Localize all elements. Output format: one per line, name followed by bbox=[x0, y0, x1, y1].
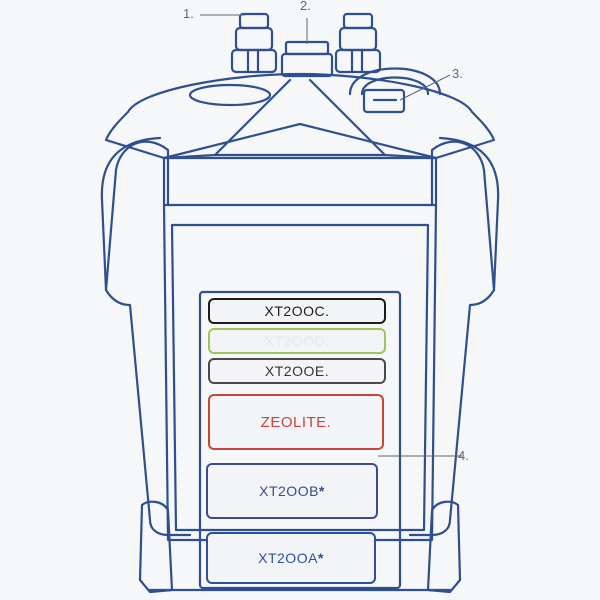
media-layer-xt200a: XT2OOA* bbox=[206, 532, 376, 584]
media-layer-label: XT2OOE. bbox=[264, 363, 330, 379]
top-lid bbox=[104, 72, 496, 160]
left-side-shell bbox=[100, 136, 192, 537]
top-oval-cap bbox=[188, 83, 272, 107]
right-side-shell bbox=[408, 136, 500, 537]
body-inner-frame bbox=[170, 223, 430, 532]
media-layer-label: XT2OOC. bbox=[264, 303, 330, 319]
callout-label-3: 3. bbox=[452, 66, 463, 81]
inlet-valve bbox=[230, 12, 278, 74]
left-handle bbox=[104, 140, 170, 292]
media-layer-label: ZEOLITE. bbox=[260, 413, 332, 431]
lid-facet-left bbox=[162, 78, 292, 160]
media-layer-xt200e: XT2OOE. bbox=[208, 358, 386, 384]
carry-handle bbox=[348, 67, 442, 114]
callout-label-2: 2. bbox=[300, 0, 311, 13]
media-stack-frame bbox=[198, 290, 402, 590]
media-layer-xt200b: XT2OOB* bbox=[206, 463, 378, 519]
callout-label-4: 4. bbox=[458, 448, 469, 463]
asterisk-mark: * bbox=[317, 550, 324, 566]
outlet-valve bbox=[334, 12, 382, 74]
callout-label-1: 1. bbox=[183, 6, 194, 21]
media-layer-label: XT2OOD. bbox=[264, 333, 330, 349]
asterisk-mark: * bbox=[318, 483, 325, 499]
right-handle bbox=[430, 140, 496, 292]
media-layer-xt200d: XT2OOD. bbox=[208, 328, 386, 354]
media-layer-label: XT2OOA bbox=[258, 550, 318, 566]
left-foot bbox=[138, 500, 174, 594]
media-layer-xt200c: XT2OOC. bbox=[208, 298, 386, 324]
callout-line-3 bbox=[399, 74, 451, 101]
center-port bbox=[280, 40, 334, 78]
media-layer-label: XT2OOB bbox=[259, 483, 319, 499]
right-foot bbox=[426, 500, 462, 594]
media-layer-zeolite: ZEOLITE. bbox=[208, 394, 384, 450]
